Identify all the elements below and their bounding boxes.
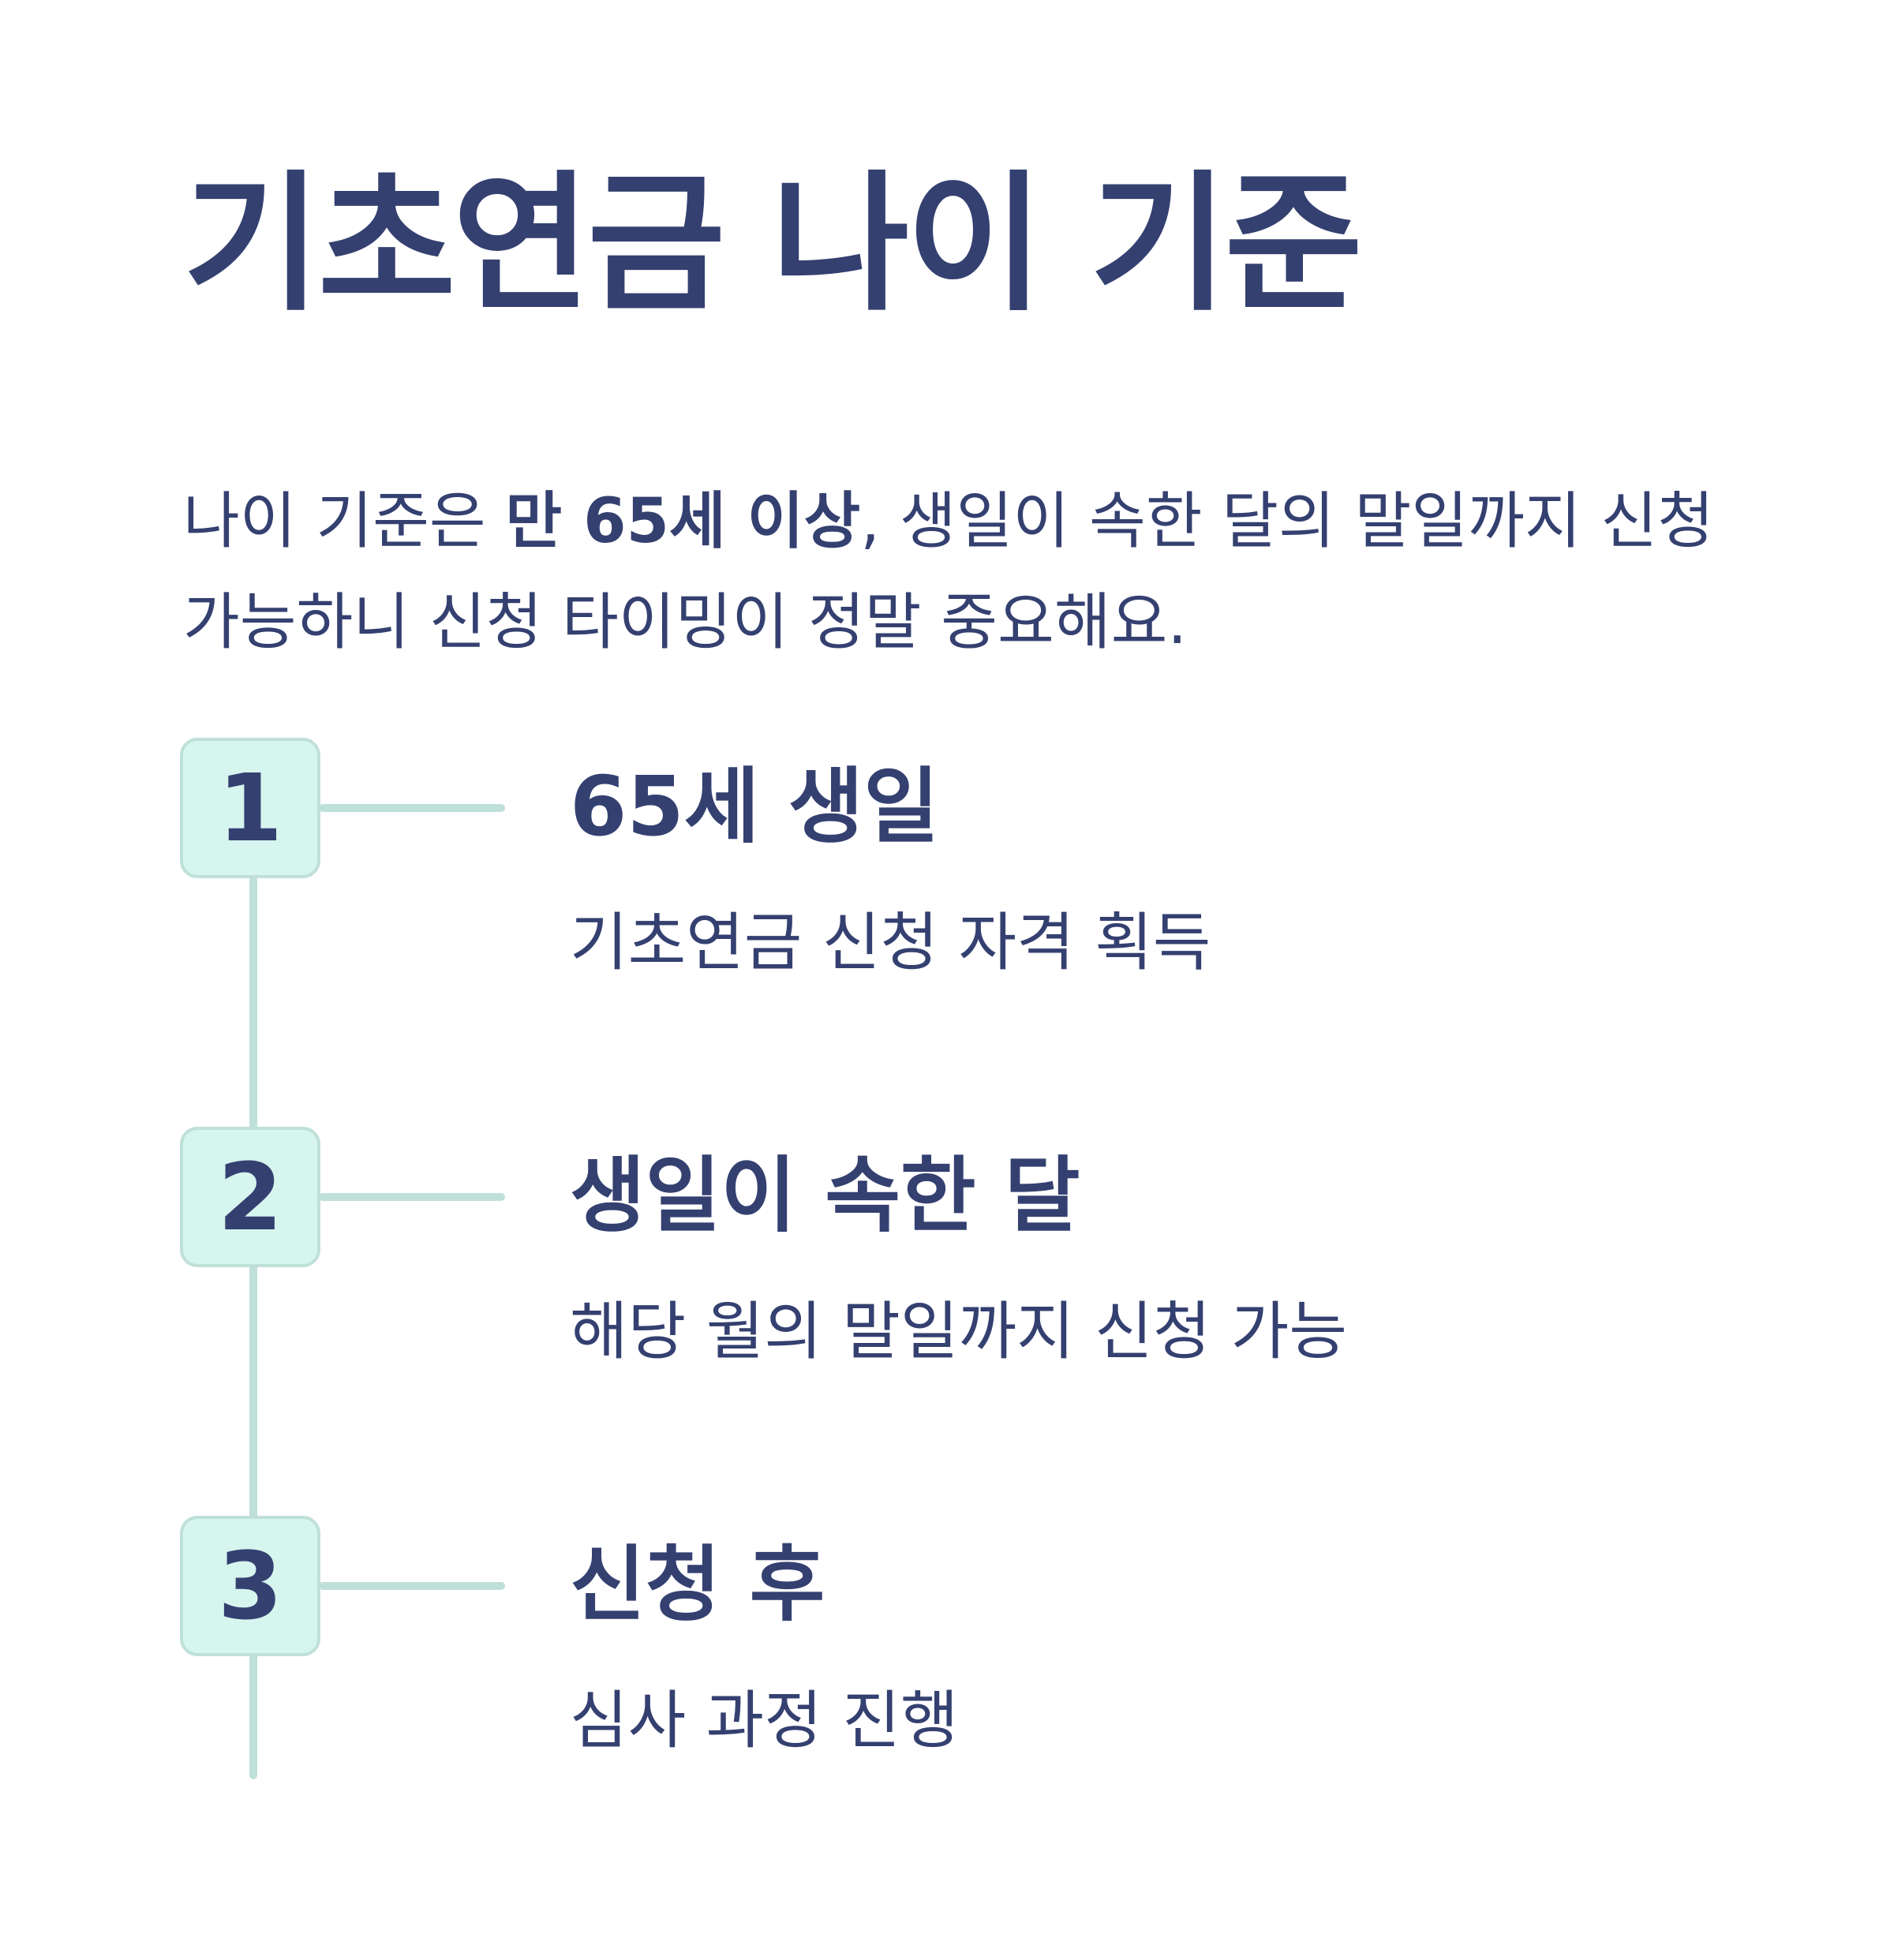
step-connector-line (319, 1193, 505, 1201)
timeline-step-2: 2 생일이 속한 달 해당 월의 말일까지 신청 가능 (0, 1127, 1894, 1363)
timeline-step-1: 1 65세 생일 기초연금 신청 자격 획득 (0, 738, 1894, 974)
intro-paragraph: 나이 기준은 만 65세 이상, 생일이 속한 달의 말일까지 신청 가능하니 … (183, 471, 1785, 673)
timeline-step-3: 3 신청 후 심사 과정 진행 (0, 1516, 1894, 1752)
page-title: 기초연금 나이 기준 (183, 157, 1363, 331)
timeline-vertical-line (249, 876, 257, 1779)
step-connector-line (319, 804, 505, 812)
step-title: 생일이 속한 달 (570, 1147, 1080, 1244)
step-number-badge: 1 (180, 738, 320, 878)
step-title: 신청 후 (570, 1536, 825, 1633)
step-number-badge: 3 (180, 1516, 320, 1656)
step-title: 65세 생일 (570, 758, 939, 855)
intro-text-before: 나이 기준은 (183, 486, 506, 557)
step-description: 해당 월의 말일까지 신청 가능 (570, 1295, 1347, 1368)
intro-highlight: 만 65세 이상 (505, 486, 861, 557)
step-number-badge: 2 (180, 1127, 320, 1267)
intro-text-after: , 생일이 속한 달의 말일까지 신청 가능하니 신청 타이밍이 정말 중요해요… (183, 486, 1714, 658)
step-connector-line (319, 1582, 505, 1590)
step-description: 기초연금 신청 자격 획득 (570, 906, 1211, 979)
step-description: 심사 과정 진행 (570, 1684, 959, 1757)
